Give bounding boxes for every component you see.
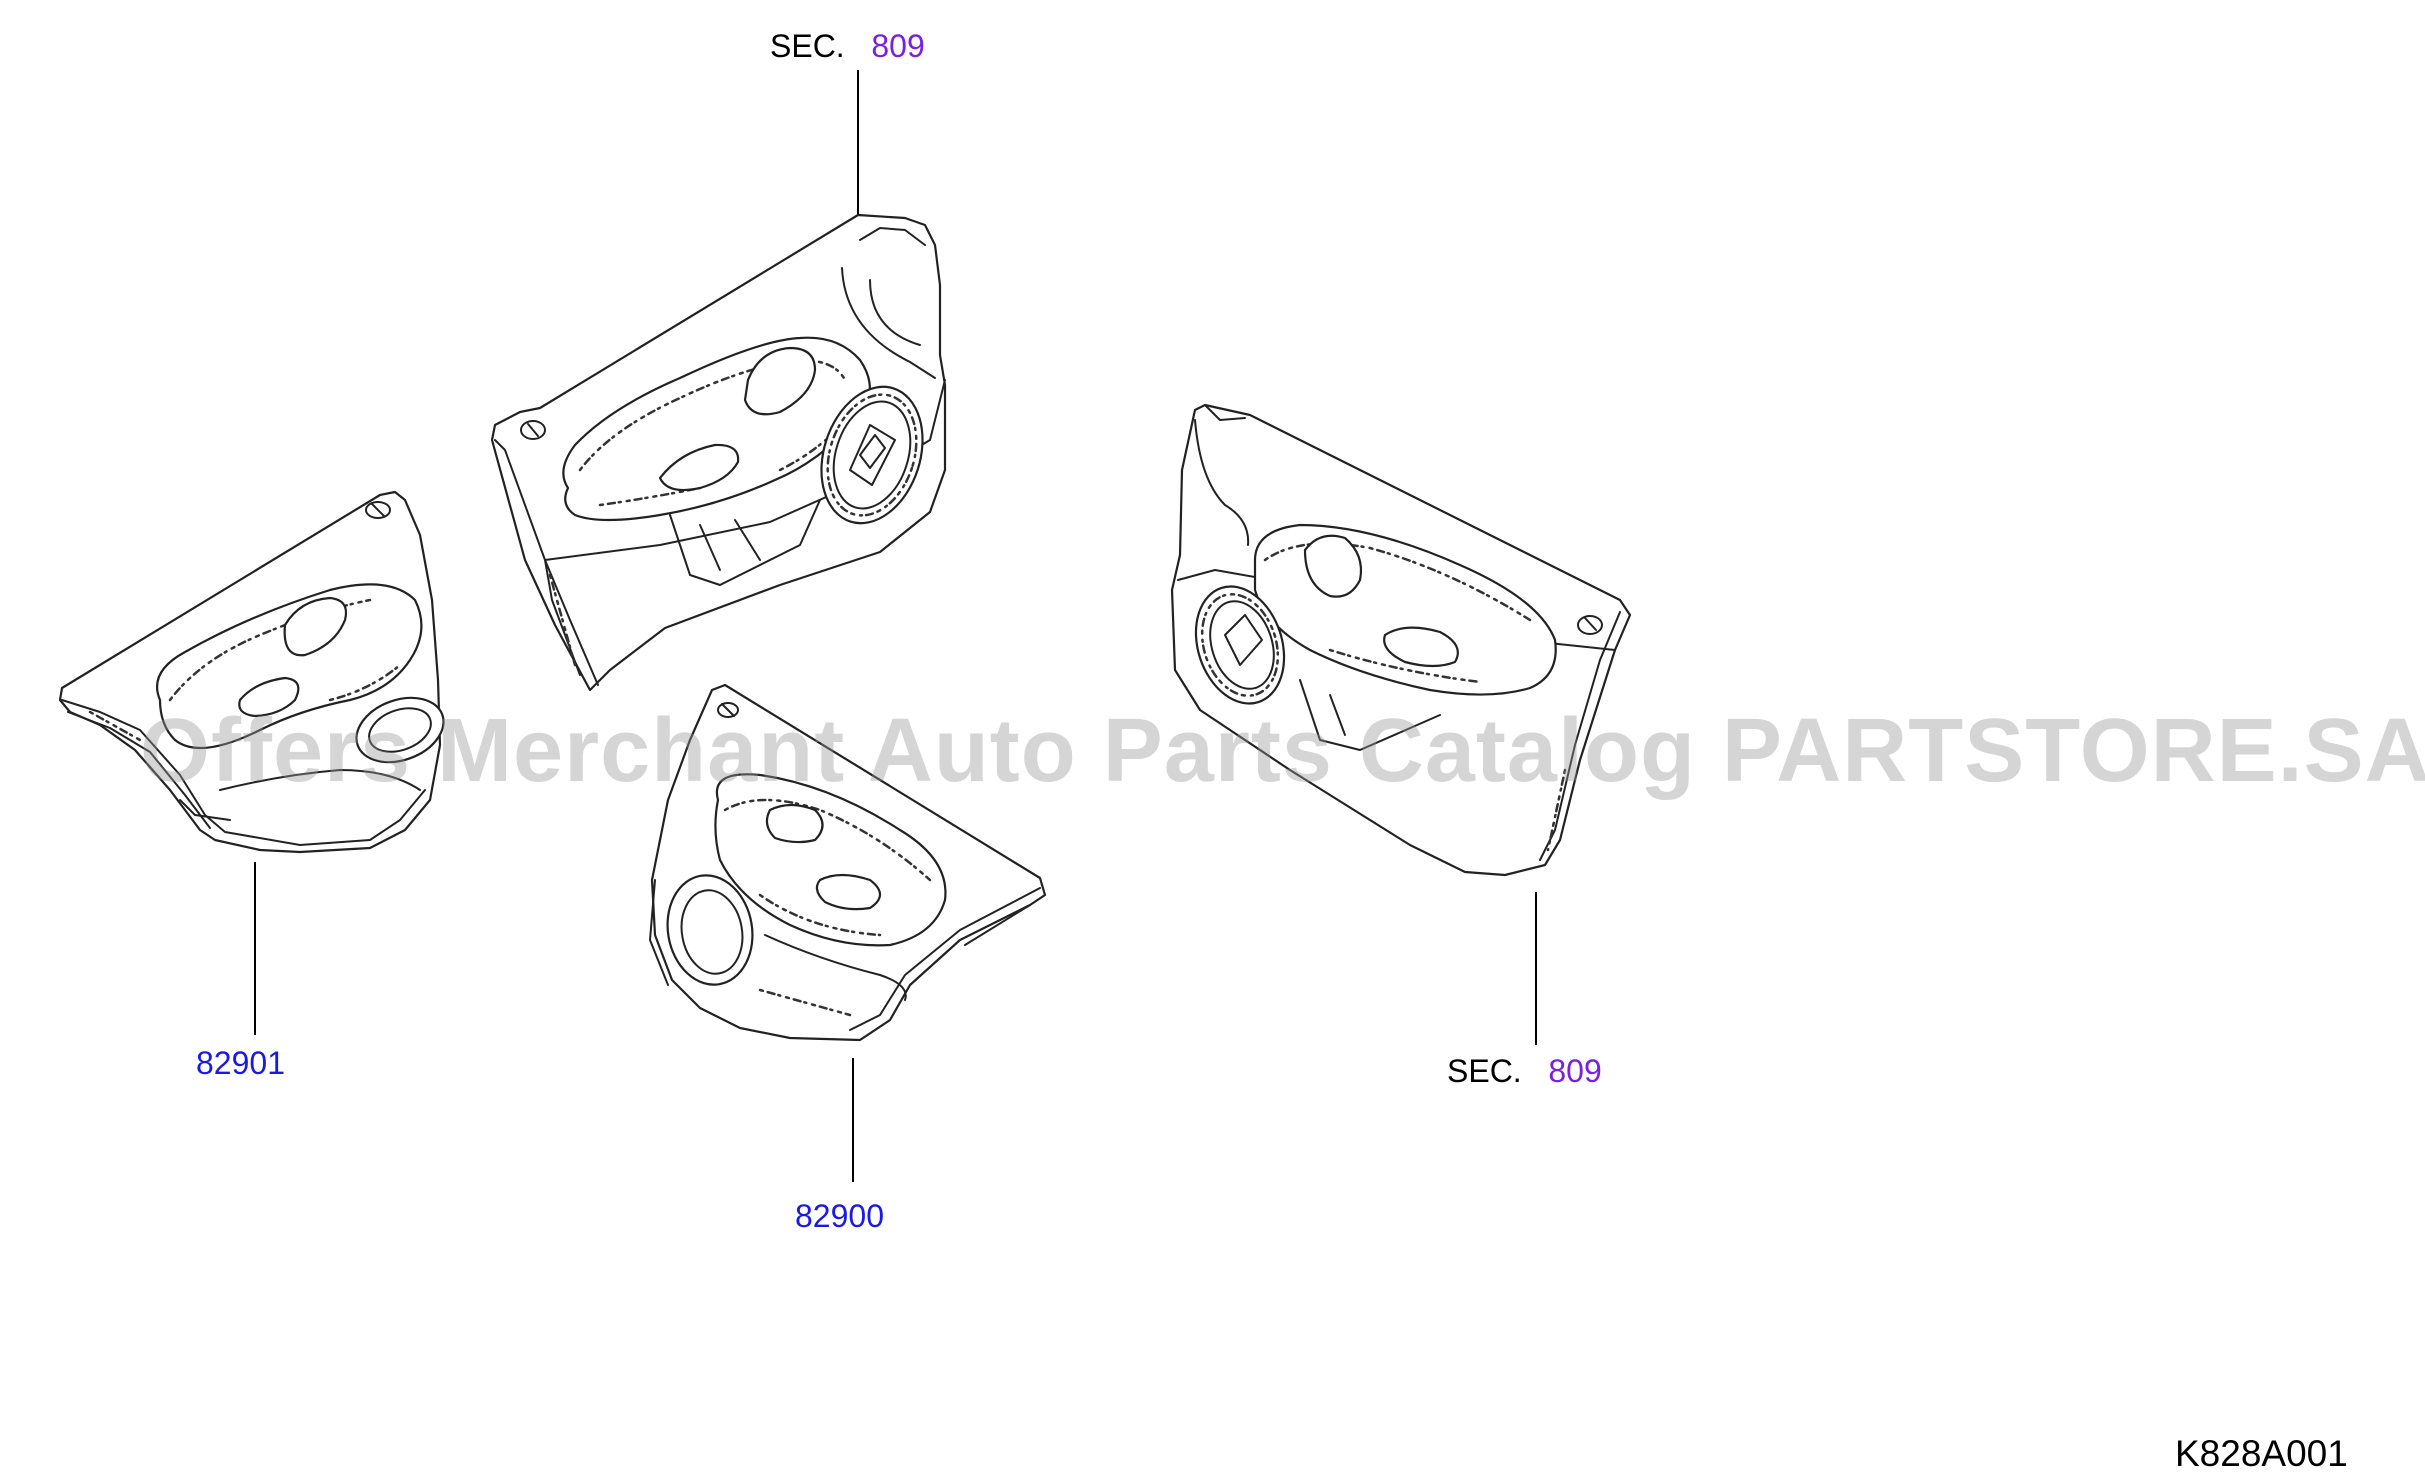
rear-door-trim-panel-82901 bbox=[58, 490, 445, 854]
watermark: Offers Merchant Auto Parts Catalog PARTS… bbox=[140, 701, 2425, 801]
sec-callout-top: SEC. 809 bbox=[770, 28, 925, 64]
sec-prefix-top: SEC. bbox=[770, 28, 845, 64]
part-number-link-82900[interactable]: 82900 bbox=[795, 1198, 884, 1234]
sec-ref-link-top[interactable]: 809 bbox=[871, 28, 925, 64]
diagram-code: K828A001 bbox=[2175, 1433, 2348, 1474]
panel-edge-detail bbox=[649, 879, 669, 986]
front-door-trim-panel bbox=[490, 213, 947, 692]
sec-ref-link-right[interactable]: 809 bbox=[1548, 1053, 1602, 1089]
part-number-link-82901[interactable]: 82901 bbox=[196, 1045, 285, 1081]
sec-callout-right: SEC. 809 bbox=[1447, 1053, 1602, 1089]
rear-door-trim-panel-82900 bbox=[650, 683, 1047, 1042]
front-door-trim-panel-rh bbox=[1170, 403, 1632, 877]
sec-prefix-right: SEC. bbox=[1447, 1053, 1522, 1089]
